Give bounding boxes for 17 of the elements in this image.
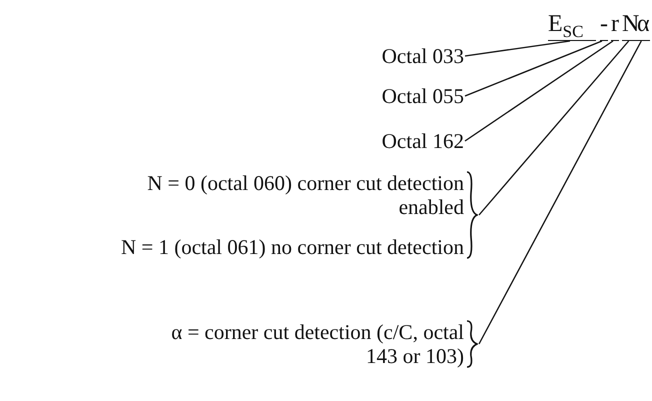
bracketed-note (120, 171, 478, 259)
leader-line (478, 40, 630, 216)
sequence-character: r (611, 10, 619, 41)
note-text: N = 0 (octal 060) corner cut detection enabled (146, 171, 464, 219)
leader-line (464, 40, 602, 97)
sequence-character: N (622, 10, 640, 41)
leader-line (478, 40, 642, 344)
sequence-character: - (600, 10, 608, 41)
note-text: N = 1 (octal 061) no corner cut detection (120, 235, 464, 259)
sequence-character: α (637, 10, 650, 41)
leader-line (464, 40, 614, 142)
code-label: Octal 055 (184, 84, 464, 108)
sequence-character: E$_{SC}$ (548, 10, 596, 41)
code-label: Octal 162 (184, 129, 464, 153)
leader-line (464, 40, 570, 57)
code-label: Octal 033 (184, 44, 464, 68)
note-text: α = corner cut detection (c/C, octal 143 or 103) (170, 320, 464, 368)
